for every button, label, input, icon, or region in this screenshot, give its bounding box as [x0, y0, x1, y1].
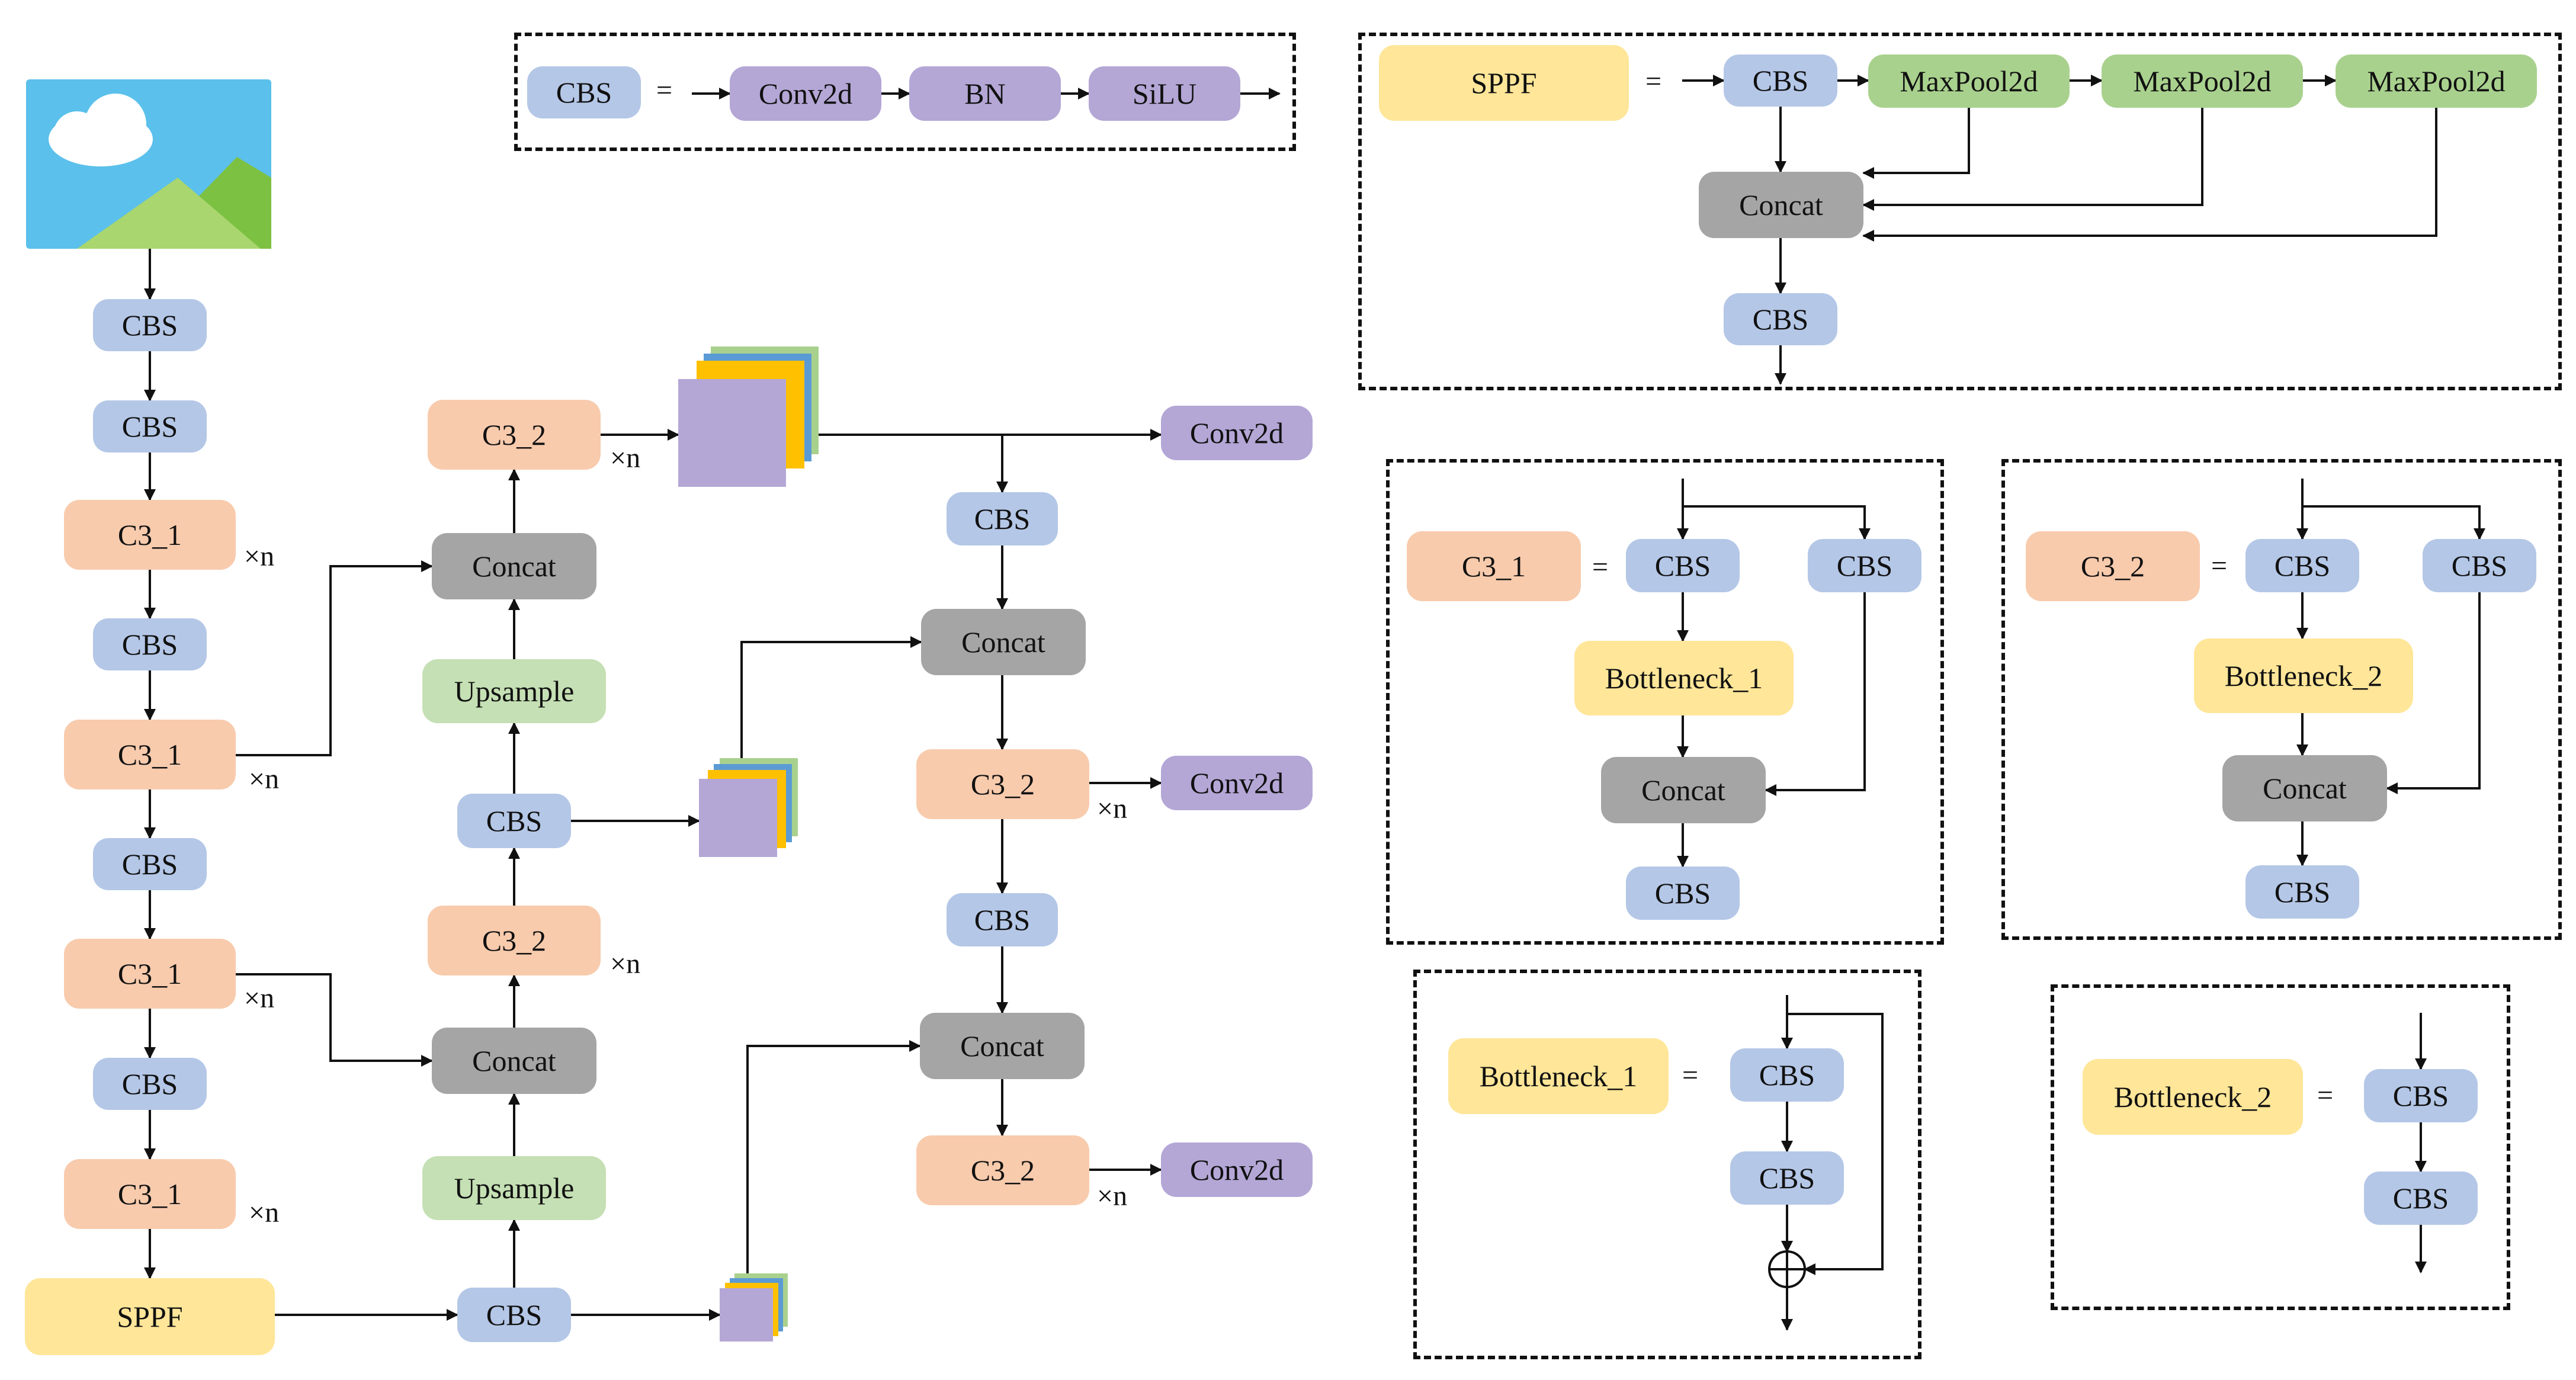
- c3-1-cbs-out: CBS: [1626, 866, 1740, 920]
- c3-2-cbs-out: CBS: [2245, 865, 2359, 919]
- backbone-cbs-1: CBS: [93, 299, 207, 351]
- head-c3-2-bottom: C3_2: [916, 1135, 1089, 1205]
- cbs-definition-panel: [514, 33, 1296, 151]
- connection-arrow: [740, 636, 922, 779]
- bottleneck-2-cbs-1: CBS: [2364, 1069, 2478, 1122]
- c3-1-concat: Concat: [1601, 757, 1766, 823]
- c3-2-cbs-left: CBS: [2245, 539, 2359, 592]
- connection-arrow: [236, 973, 433, 1067]
- connection-arrow: [746, 1040, 921, 1288]
- repeat-label: ×n: [610, 948, 641, 980]
- connection-arrow: [1862, 108, 2437, 242]
- head-c3-2-mid: C3_2: [916, 749, 1089, 819]
- def-c3-1-label: C3_1: [1407, 531, 1581, 601]
- output-conv2d-small: Conv2d: [1161, 1142, 1313, 1197]
- sppf-cbs-out: CBS: [1724, 293, 1837, 345]
- repeat-label: ×n: [249, 1197, 280, 1228]
- backbone-cbs-4: CBS: [93, 838, 207, 890]
- head-concat-bottom: Concat: [920, 1013, 1085, 1079]
- connection-arrow: [1683, 505, 1871, 540]
- equals-sign: =: [1645, 66, 1662, 97]
- feature-map-stack-icon: [678, 346, 819, 487]
- backbone-c3-1-d: C3_1: [64, 1159, 236, 1229]
- neck-c3-2-mid: C3_2: [428, 906, 601, 975]
- neck-cbs-bottom: CBS: [457, 1288, 571, 1342]
- sppf-cbs-in: CBS: [1724, 54, 1837, 107]
- head-cbs-top: CBS: [947, 492, 1058, 545]
- equals-sign: =: [2211, 550, 2228, 582]
- bottleneck-2-cbs-2: CBS: [2364, 1172, 2478, 1225]
- connection-arrow: [2302, 505, 2485, 540]
- c3-1-cbs-left: CBS: [1626, 539, 1740, 592]
- neck-concat-top: Concat: [432, 533, 596, 599]
- repeat-label: ×n: [1097, 1180, 1128, 1212]
- connection-arrow: [236, 560, 433, 756]
- bottleneck-2-definition-panel: [2051, 984, 2510, 1310]
- c3-2-definition-panel: [2001, 459, 2562, 940]
- connection-arrow: [1765, 592, 1866, 796]
- connection-arrow: [1862, 108, 1970, 179]
- image-cloud: [49, 94, 153, 166]
- bottleneck-1-cbs-2: CBS: [1730, 1151, 1844, 1205]
- c3-1-bottleneck: Bottleneck_1: [1574, 641, 1794, 715]
- image-hill-front: [77, 178, 261, 249]
- connection-arrow: [1787, 1013, 1884, 1275]
- output-conv2d-large: Conv2d: [1161, 406, 1313, 460]
- backbone-c3-1-c: C3_1: [64, 939, 236, 1009]
- neck-upsample-bottom: Upsample: [422, 1156, 606, 1220]
- feature-map-stack-icon: [699, 758, 798, 857]
- repeat-label: ×n: [1097, 793, 1128, 824]
- def-bottleneck-2-label: Bottleneck_2: [2083, 1059, 2303, 1135]
- def-conv2d: Conv2d: [730, 66, 881, 121]
- head-cbs-mid: CBS: [947, 893, 1058, 946]
- backbone-cbs-3: CBS: [93, 618, 207, 670]
- sppf-maxpool-1: MaxPool2d: [1868, 54, 2070, 108]
- backbone-cbs-2: CBS: [93, 400, 207, 452]
- add-circle-icon: [1768, 1250, 1806, 1288]
- equals-sign: =: [656, 75, 673, 106]
- output-conv2d-medium: Conv2d: [1161, 756, 1313, 810]
- def-bn: BN: [909, 66, 1061, 121]
- repeat-label: ×n: [249, 763, 280, 795]
- connection-arrow: [1862, 108, 2203, 211]
- neck-concat-bottom: Concat: [432, 1028, 596, 1094]
- neck-upsample-top: Upsample: [422, 659, 606, 723]
- neck-cbs-mid: CBS: [457, 794, 571, 848]
- feature-map-stack-icon: [720, 1273, 788, 1342]
- equals-sign: =: [1592, 551, 1609, 583]
- backbone-cbs-5: CBS: [93, 1058, 207, 1110]
- repeat-label: ×n: [244, 541, 275, 572]
- repeat-label: ×n: [244, 983, 275, 1014]
- c3-1-cbs-right: CBS: [1808, 539, 1921, 592]
- backbone-c3-1-b: C3_1: [64, 720, 236, 790]
- def-silu: SiLU: [1089, 66, 1240, 121]
- connection-arrow: [2386, 592, 2481, 794]
- repeat-label: ×n: [610, 442, 641, 474]
- c3-2-concat: Concat: [2222, 755, 2387, 821]
- backbone-sppf: SPPF: [25, 1278, 275, 1355]
- c3-2-cbs-right: CBS: [2423, 539, 2536, 592]
- equals-sign: =: [2317, 1080, 2334, 1111]
- c3-2-bottleneck: Bottleneck_2: [2194, 638, 2413, 713]
- def-bottleneck-1-label: Bottleneck_1: [1448, 1038, 1669, 1114]
- sppf-maxpool-2: MaxPool2d: [2102, 54, 2303, 108]
- sppf-maxpool-3: MaxPool2d: [2336, 54, 2537, 108]
- def-sppf-label: SPPF: [1379, 45, 1629, 121]
- equals-sign: =: [1682, 1060, 1699, 1091]
- def-c3-2-label: C3_2: [2026, 531, 2200, 601]
- landscape-image-icon: [26, 79, 271, 249]
- def-cbs-label: CBS: [527, 66, 641, 118]
- c3-1-definition-panel: [1386, 459, 1944, 945]
- head-concat-top: Concat: [921, 609, 1086, 675]
- bottleneck-1-definition-panel: [1413, 970, 1921, 1359]
- backbone-c3-1-a: C3_1: [64, 500, 236, 570]
- sppf-concat: Concat: [1699, 172, 1863, 238]
- sppf-definition-panel: [1358, 33, 2562, 390]
- neck-c3-2-top: C3_2: [428, 400, 601, 470]
- bottleneck-1-cbs-1: CBS: [1730, 1048, 1844, 1102]
